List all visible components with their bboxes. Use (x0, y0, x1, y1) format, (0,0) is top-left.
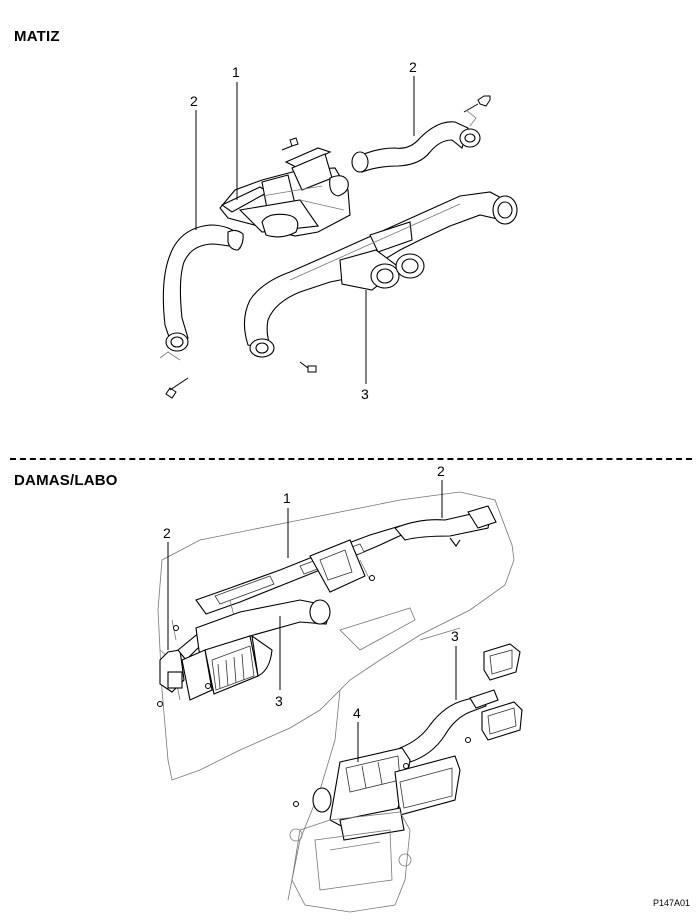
callout-matiz-3: 3 (361, 386, 369, 402)
matiz-screws (159, 95, 491, 399)
section-title-damas-labo: DAMAS/LABO (14, 472, 118, 489)
callout-damas-2-left: 2 (163, 525, 171, 541)
callout-damas-3-left: 3 (275, 693, 283, 709)
callout-matiz-1: 1 (232, 64, 240, 80)
matiz-left-side-duct (162, 224, 244, 352)
callout-damas-4: 4 (353, 705, 361, 721)
damas-floor-duct (399, 643, 523, 763)
section-divider (10, 458, 692, 460)
damas-center-duct (181, 599, 331, 701)
damas-labo-assembly: 1 2 2 3 3 4 (157, 463, 523, 913)
damas-screws (157, 575, 471, 807)
matiz-main-duct-assembly (243, 191, 518, 358)
damas-heater-distribution-box (312, 747, 461, 841)
damas-defroster-duct (195, 525, 410, 641)
matiz-right-upper-duct (351, 121, 481, 173)
damas-left-side-duct (159, 619, 207, 693)
callout-damas-2-right: 2 (437, 463, 445, 479)
damas-heater-unit-outline (289, 811, 412, 913)
section-title-matiz: MATIZ (14, 28, 60, 45)
callout-matiz-2-right: 2 (409, 59, 417, 75)
matiz-assembly: 1 2 2 3 (159, 59, 518, 402)
callout-damas-3-right: 3 (451, 628, 459, 644)
damas-right-side-duct (394, 505, 497, 547)
figure-reference-code: P147A01 (652, 898, 690, 908)
matiz-center-vent-housing (219, 147, 351, 238)
callout-matiz-2-left: 2 (190, 93, 198, 109)
callout-damas-1: 1 (283, 490, 291, 506)
